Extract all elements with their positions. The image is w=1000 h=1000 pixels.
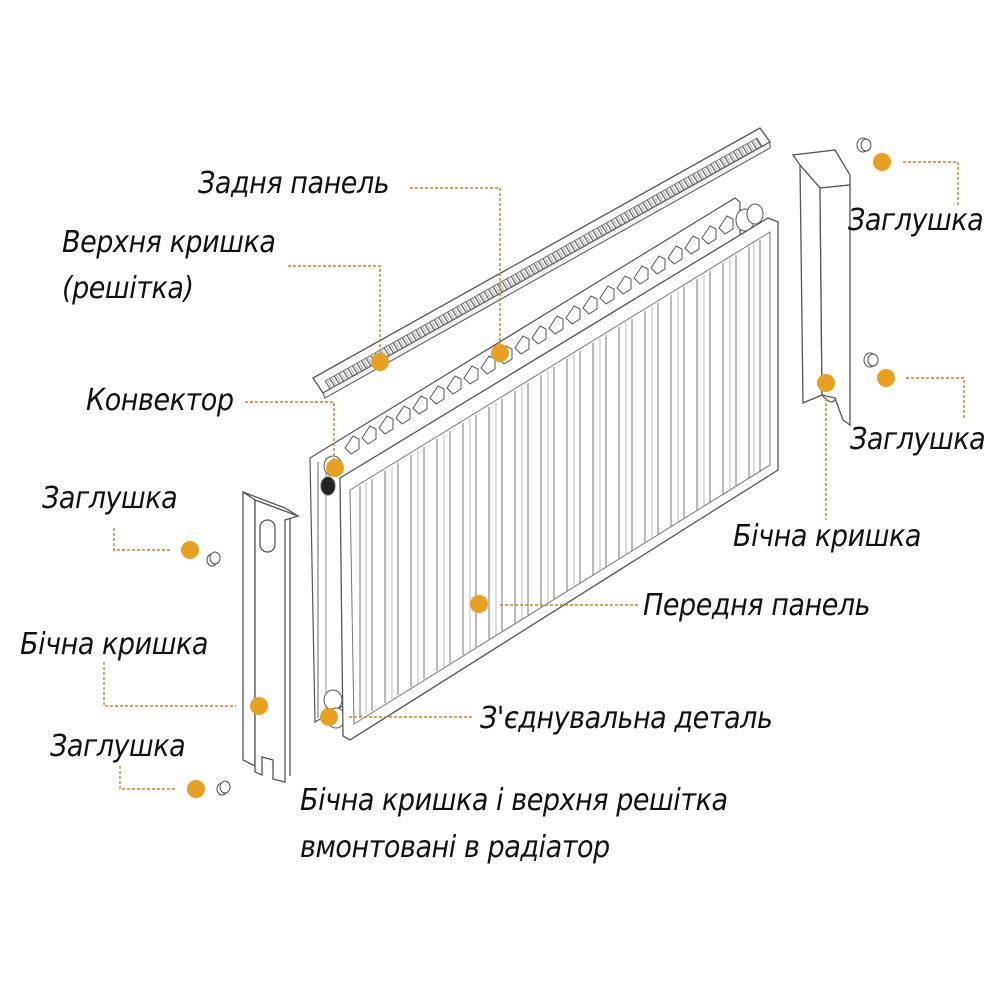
leader-side-cover-left [103, 662, 236, 707]
note-line-1: Бічна кришка і верхня решітка [300, 783, 728, 818]
leader-plug-top-right [903, 161, 959, 205]
marker-top-cover [371, 353, 389, 371]
label-plug-left-upper: Заглушка [42, 481, 178, 516]
marker-back-panel [491, 344, 509, 362]
label-side-cover-right: Бічна кришка [733, 519, 921, 554]
marker-front-panel [470, 595, 488, 613]
marker-side-cover-left [250, 697, 268, 715]
marker-plug-left-lower [187, 780, 205, 798]
marker-plug-top-right [873, 153, 891, 171]
marker-convector [326, 459, 344, 477]
label-top-cover-sub: (решітка) [62, 271, 194, 306]
leader-plug-left-upper [113, 528, 170, 551]
leader-lines [103, 161, 965, 790]
label-plug-mid-right: Заглушка [850, 422, 986, 457]
marker-plug-left-upper [181, 541, 199, 559]
note-line-2: вмонтовані в радіатор [300, 830, 610, 865]
leader-plug-mid-right [906, 377, 965, 420]
label-plug-left-lower: Заглушка [50, 729, 186, 764]
leader-convector [245, 401, 335, 464]
left-side-cover [242, 490, 301, 783]
marker-plug-mid-right [877, 369, 895, 387]
label-convector: Конвектор [86, 383, 234, 418]
end-plugs [206, 137, 879, 796]
convector-fins [320, 203, 764, 729]
markers [181, 153, 895, 798]
label-top-cover: Верхня кришка [62, 225, 276, 260]
leader-back-panel [410, 187, 501, 350]
label-plug-top-right: Заглушка [848, 203, 984, 238]
marker-connector [320, 708, 338, 726]
leader-top-cover [288, 265, 381, 358]
marker-side-cover-right [817, 374, 835, 392]
right-side-cover [791, 149, 851, 427]
label-front-panel: Передня панель [643, 588, 871, 623]
front-panel [339, 217, 779, 741]
label-back-panel: Задня панель [198, 166, 390, 201]
label-side-cover-left: Бічна кришка [20, 627, 208, 662]
label-connector: З'єднувальна деталь [480, 701, 773, 736]
top-grille [312, 127, 771, 399]
leader-plug-left-lower [119, 766, 176, 790]
